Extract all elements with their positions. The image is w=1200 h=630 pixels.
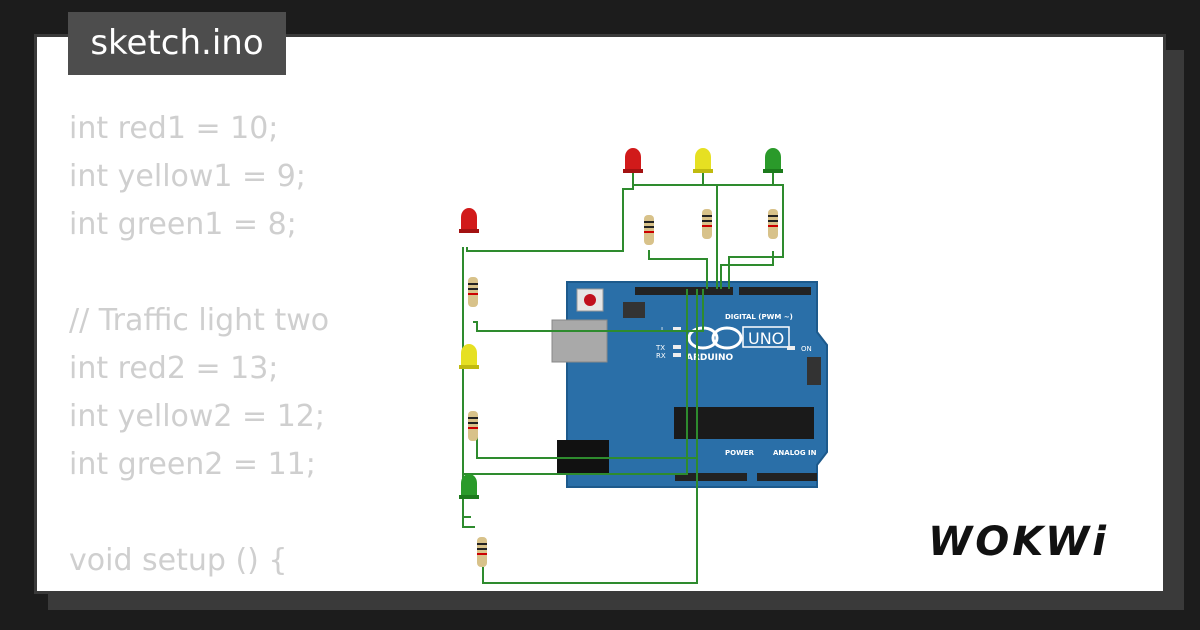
rx-led-label: RX bbox=[656, 352, 666, 360]
on-label: ON bbox=[801, 345, 812, 353]
circuit-diagram: ARDUINO UNO DIGITAL (PWM ~) POWER ANALOG… bbox=[459, 148, 828, 584]
digital-header-left bbox=[635, 287, 733, 295]
code-editor: int red1 = 10; int yellow1 = 9; int gree… bbox=[69, 105, 330, 591]
atmega-chip bbox=[674, 407, 814, 439]
code-line bbox=[69, 249, 329, 297]
wire-green2 bbox=[482, 289, 698, 584]
led-green2[interactable] bbox=[459, 474, 479, 499]
digital-header-right bbox=[739, 287, 811, 295]
led-red1[interactable] bbox=[623, 148, 643, 173]
wire-red1 bbox=[466, 169, 634, 252]
icsp2-header bbox=[623, 302, 645, 318]
code-line: int red2 = 13; bbox=[69, 351, 279, 386]
arduino-brand-label: ARDUINO bbox=[686, 353, 734, 363]
power-header bbox=[675, 473, 747, 481]
code-line: int yellow1 = 9; bbox=[69, 159, 306, 194]
led-red2[interactable] bbox=[459, 208, 479, 233]
resistor-green2[interactable] bbox=[477, 537, 487, 567]
resistor-yellow1[interactable] bbox=[702, 209, 712, 239]
arduino-uno-board[interactable]: ARDUINO UNO DIGITAL (PWM ~) POWER ANALOG… bbox=[551, 281, 828, 488]
wire-gnd-green2 bbox=[462, 517, 475, 528]
preview-card: int red1 = 10; int yellow1 = 9; int gree… bbox=[34, 34, 1166, 594]
usb-port bbox=[551, 319, 608, 363]
analog-label: ANALOG IN bbox=[773, 449, 817, 457]
resistor-yellow2[interactable] bbox=[468, 411, 478, 441]
wire-gnd-board bbox=[463, 289, 688, 475]
resistor-green1[interactable] bbox=[768, 209, 778, 239]
wire-r1 bbox=[648, 250, 708, 289]
wire-red2 bbox=[473, 289, 704, 332]
led-yellow2[interactable] bbox=[459, 344, 479, 369]
icsp-header bbox=[807, 357, 821, 385]
code-line: // Traffic light... bbox=[69, 585, 329, 591]
wire-g1 bbox=[720, 251, 774, 289]
code-line: int green2 = 11; bbox=[69, 447, 316, 482]
led-green1[interactable] bbox=[763, 148, 783, 173]
code-line: int yellow2 = 12; bbox=[69, 399, 325, 434]
code-line: int red1 = 10; bbox=[69, 111, 279, 146]
tx-led-label: TX bbox=[655, 344, 665, 352]
code-line bbox=[69, 489, 329, 537]
wires bbox=[462, 169, 784, 584]
code-line: // Traffic light two bbox=[69, 303, 330, 338]
power-label: POWER bbox=[725, 449, 755, 457]
analog-header bbox=[757, 473, 817, 481]
code-line: int green1 = 8; bbox=[69, 207, 297, 242]
led-yellow1[interactable] bbox=[693, 148, 713, 173]
digital-label: DIGITAL (PWM ~) bbox=[725, 313, 793, 321]
code-line: void setup () { bbox=[69, 543, 288, 578]
file-tab-sketch[interactable]: sketch.ino bbox=[68, 12, 286, 75]
wire-green1 bbox=[728, 169, 784, 289]
wokwi-logo: WOKWi bbox=[928, 519, 1109, 565]
uno-label: UNO bbox=[748, 329, 784, 348]
resistor-red2[interactable] bbox=[468, 277, 478, 307]
resistor-red1[interactable] bbox=[644, 215, 654, 245]
